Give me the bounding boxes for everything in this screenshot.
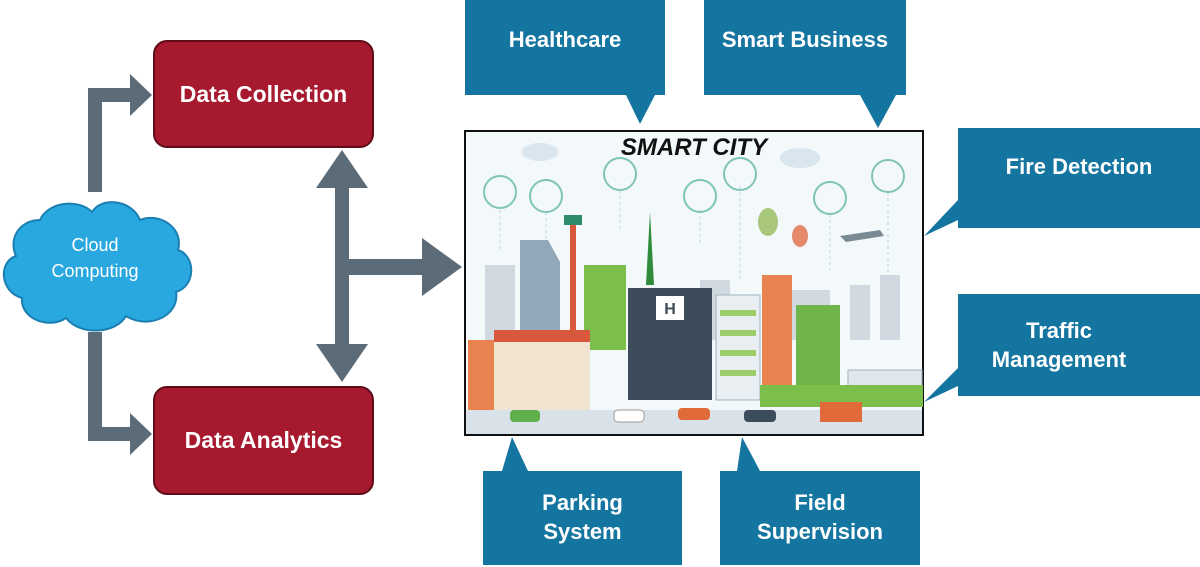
callout-field-supervision-shape: [720, 437, 920, 565]
smart-city-illustration: H: [464, 130, 924, 436]
callout-parking-system: Parking System: [542, 490, 623, 544]
callout-smart-business: Smart Business: [721, 26, 889, 52]
data-analytics-box: Data Analytics: [153, 386, 374, 495]
arrow-to-smart-city: [349, 238, 462, 296]
data-collection-box: Data Collection: [153, 40, 374, 148]
arrow-cloud-to-collection: [88, 74, 152, 192]
callout-fire-detection: Fire Detection: [1005, 153, 1153, 179]
callout-smart-business-shape: [704, 0, 906, 128]
arrow-collection-analytics: [316, 150, 368, 382]
callout-shapes: [465, 0, 1200, 565]
callout-fire-detection-shape: [924, 128, 1200, 236]
smart-city-title: SMART CITY: [620, 134, 768, 161]
svg-text:H: H: [664, 301, 676, 318]
callout-healthcare: Healthcare: [508, 26, 622, 52]
callout-parking-system-shape: [483, 437, 682, 565]
arrow-cloud-to-analytics: [88, 332, 152, 455]
callout-field-supervision: Field Supervision: [757, 490, 883, 544]
callout-healthcare-shape: [465, 0, 665, 124]
cloud-shape: [2, 201, 193, 332]
cloud-computing-label: Cloud Computing: [51, 235, 139, 281]
callout-traffic-management-shape: [924, 294, 1200, 402]
callout-traffic-management: Traffic Management: [991, 318, 1127, 372]
